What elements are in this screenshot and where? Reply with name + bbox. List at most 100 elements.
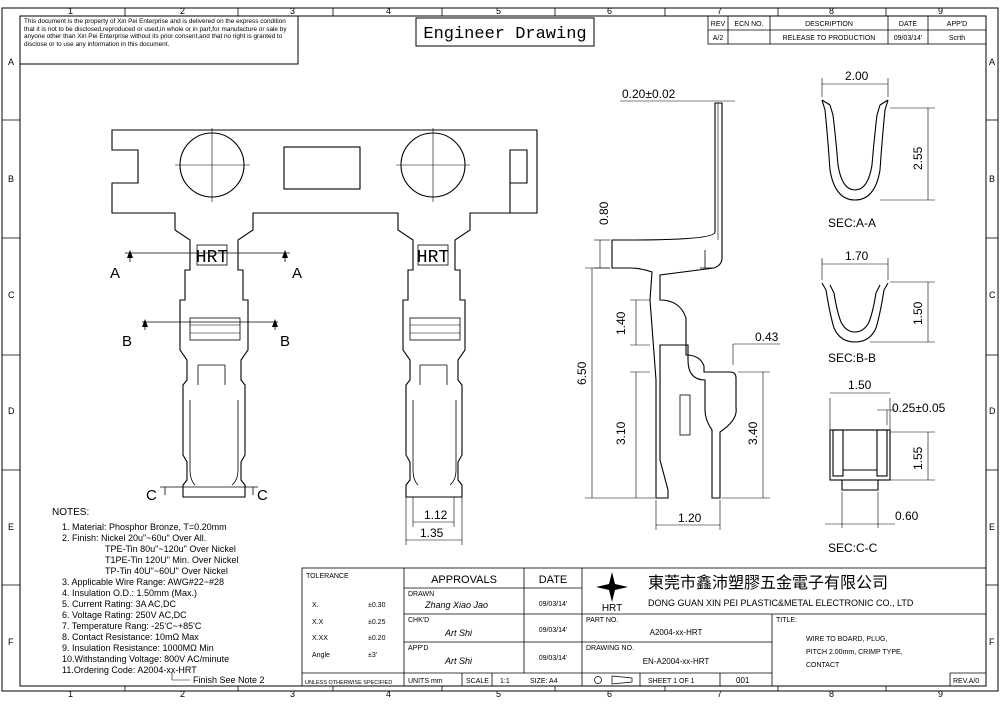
sheet-code: 001 (736, 676, 750, 685)
drawn-label: DRAWN (408, 591, 434, 598)
appd-date: 09/03/14' (539, 655, 568, 662)
row-label: A (989, 57, 995, 67)
section-aa (821, 99, 889, 201)
appd-value: Scrth (949, 35, 965, 42)
note-line: 8. Contact Resistance: 10mΩ Max (62, 632, 199, 642)
column-label: 7 (717, 689, 722, 699)
dim-155: 1.55 (911, 446, 925, 470)
column-ticks (2, 8, 998, 691)
drawing-no-label: DRAWING NO. (586, 645, 634, 652)
column-label: 7 (717, 6, 722, 16)
description-header: DESCRIPTION (805, 21, 853, 28)
dim-120: 1.20 (678, 511, 702, 525)
dim-150: 1.50 (911, 301, 925, 325)
tol-angle-value: ±3' (368, 652, 377, 659)
rev-label: REV.A/0 (953, 678, 979, 685)
column-label: 4 (386, 6, 391, 16)
dim-135: 1.35 (420, 526, 444, 540)
column-label: 1 (68, 689, 73, 699)
column-label: 2 (180, 6, 185, 16)
section-c-left: C (146, 487, 157, 504)
title-block-grid (301, 567, 987, 687)
projection-symbol (594, 675, 633, 685)
date-header: DATE (899, 21, 917, 28)
date-header: DATE (539, 574, 568, 586)
chkd-label: CHK'D (408, 617, 429, 624)
rev-header: REV (711, 21, 726, 28)
column-label: 8 (829, 689, 834, 699)
section-aa-dims (821, 78, 935, 201)
note-line: 10.Withstanding Voltage: 800V AC/minute (62, 654, 229, 664)
description-value: RELEASE TO PRODUCTION (783, 35, 876, 42)
sec-aa-title: SEC:A-A (828, 216, 876, 230)
column-label: 9 (938, 689, 943, 699)
dim-080: 0.80 (597, 201, 611, 225)
dim-650: 6.50 (575, 361, 589, 385)
ecn-header: ECN NO. (734, 21, 763, 28)
revision-table-grid (707, 15, 987, 45)
company-logo-text: HRT (602, 603, 622, 614)
title-line: WIRE TO BOARD, PLUG, (806, 636, 887, 643)
note-line: 6. Voltage Rating: 250V AC,DC (62, 610, 187, 620)
row-label: E (8, 522, 14, 532)
company-name-en: DONG GUAN XIN PEI PLASTIC&METAL ELECTRON… (648, 598, 914, 608)
title-label: TITLE: (776, 617, 797, 624)
size: SIZE: A4 (530, 678, 558, 685)
chkd-date: 09/03/14' (539, 627, 568, 634)
dimension-texts: 0.20±0.02 0.80 1.40 6.50 3.10 3.40 0.43 … (420, 69, 946, 540)
units: UNITS mm (408, 678, 443, 685)
note-line: TPE-Tin 80u"~120u" Over Nickel (105, 544, 236, 554)
company-logo-icon (596, 572, 628, 602)
section-a-right: A (292, 265, 302, 282)
rev-value: A/2 (713, 35, 724, 42)
column-label: 3 (290, 6, 295, 16)
row-label: B (8, 174, 14, 184)
notes-heading: NOTES: (52, 507, 89, 518)
column-labels: 1 2 3 4 5 6 7 8 9 1 2 3 4 5 6 7 8 9 (68, 6, 943, 699)
section-bb-dims (821, 258, 935, 343)
tol-angle-label: Angle (312, 652, 330, 659)
sec-cc-title: SEC:C-C (828, 541, 878, 555)
column-label: 8 (829, 6, 834, 16)
unless-specified: UNLESS OTHERWISE SPECIFIED (305, 680, 392, 686)
tol-x-value: ±0.30 (368, 602, 386, 609)
column-label: 2 (180, 689, 185, 699)
row-label: A (8, 57, 14, 67)
appd-name: Art Shi (444, 656, 473, 666)
note-line: T1PE-Tin 120U" Min. Over Nickel (105, 555, 238, 565)
column-label: 4 (386, 689, 391, 699)
column-label: 6 (607, 689, 612, 699)
column-label: 3 (290, 689, 295, 699)
side-view-dims (585, 100, 780, 530)
engineer-drawing-title: Engineer Drawing (423, 25, 586, 44)
note-line: 9. Insulation Resistance: 1000MΩ Min (62, 643, 214, 653)
row-label: D (8, 406, 15, 416)
notes-block: NOTES: 1. Material: Phosphor Bronze, T=0… (52, 507, 265, 685)
dim-043: 0.43 (755, 330, 779, 344)
tol-xx-label: X.X (312, 619, 324, 626)
row-label: B (989, 174, 995, 184)
dim-025: 0.25±0.05 (892, 401, 946, 415)
section-cc (829, 398, 891, 491)
title-line: CONTACT (806, 662, 840, 669)
note-line: 1. Material: Phosphor Bronze, T=0.20mm (62, 522, 227, 532)
note-line: 7. Temperature Rang: -25'C~+85'C (62, 621, 202, 631)
section-titles: SEC:A-A SEC:B-B SEC:C-C (828, 216, 878, 555)
disclaimer-box (19, 15, 299, 65)
contact-logo-left: HRT (196, 248, 229, 268)
dim-thickness: 0.20±0.02 (622, 87, 676, 101)
drawn-date: 09/03/14' (539, 601, 568, 608)
drawn-name: Zhang Xiao Jao (424, 600, 488, 610)
tol-x-label: X. (312, 602, 319, 609)
approvals-header: APPROVALS (431, 574, 497, 586)
part-no: A2004-xx-HRT (650, 628, 703, 637)
column-label: 6 (607, 6, 612, 16)
title-box (415, 17, 595, 47)
note-line: 2. Finish: Nickel 20u"~60u" Over All. (62, 533, 206, 543)
column-label: 5 (496, 6, 501, 16)
row-label: C (989, 290, 996, 300)
section-markers: A A B B C C (110, 265, 302, 504)
tol-xx-value: ±0.25 (368, 619, 386, 626)
side-view (611, 102, 737, 499)
appd-label: APP'D (408, 645, 428, 652)
